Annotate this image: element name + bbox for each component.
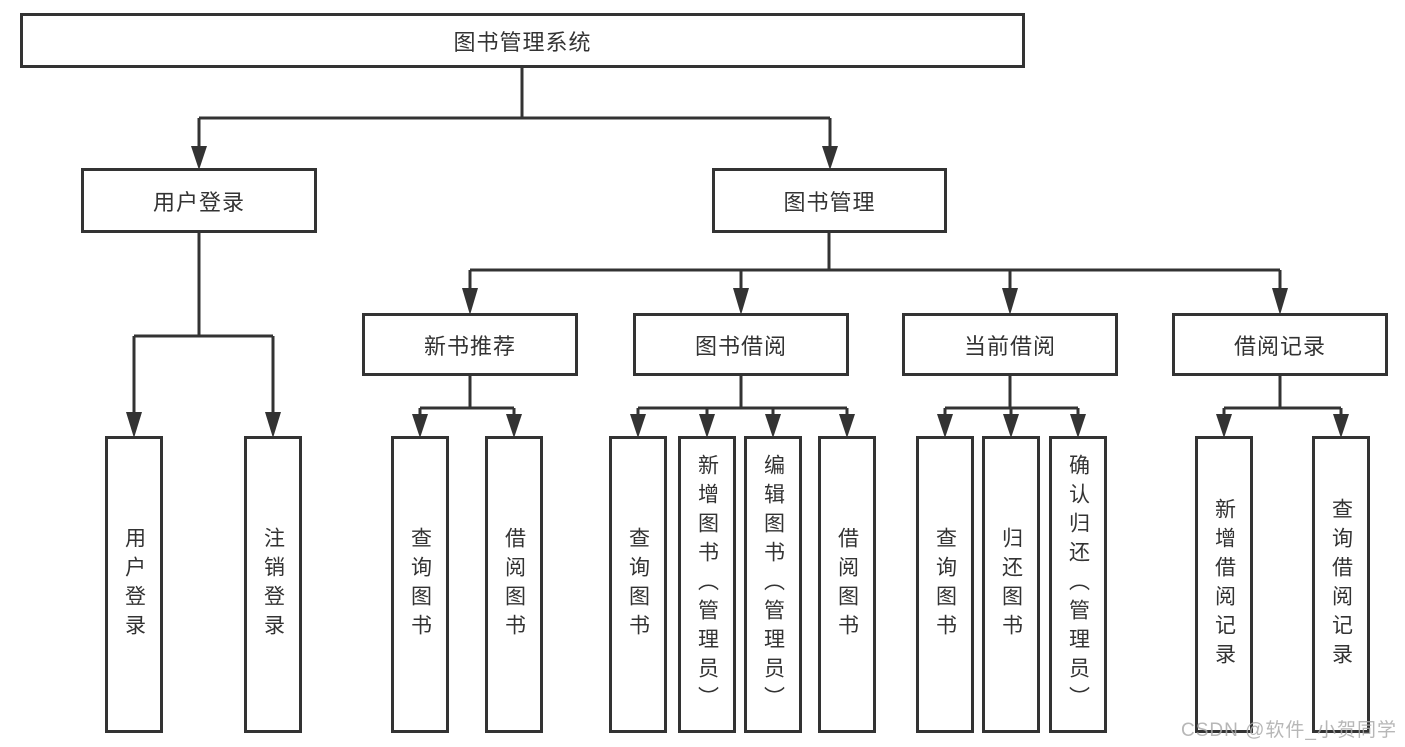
node-label: 图书管理系统 xyxy=(453,29,592,55)
node-book-management: 图书管理 xyxy=(712,168,947,233)
node-label: 编辑图书（管理员） xyxy=(761,454,785,715)
node-query-books-current: 查询图书 xyxy=(916,436,974,733)
node-label: 确认归还（管理员） xyxy=(1066,454,1090,715)
node-logout: 注销登录 xyxy=(244,436,302,733)
node-label: 新增图书（管理员） xyxy=(695,454,719,715)
node-book-borrowing: 图书借阅 xyxy=(633,313,849,376)
node-query-borrow-record: 查询借阅记录 xyxy=(1312,436,1370,733)
arrowhead-down-icon xyxy=(937,414,953,438)
node-user-login-branch: 用户登录 xyxy=(81,168,317,233)
node-label: 当前借阅 xyxy=(963,333,1056,359)
node-label: 归还图书 xyxy=(999,526,1023,643)
node-user-login: 用户登录 xyxy=(105,436,163,733)
arrowhead-down-icon xyxy=(191,146,207,170)
csdn-watermark: CSDN @软件_小贺同学 xyxy=(1181,720,1397,741)
node-label: 新书推荐 xyxy=(423,333,516,359)
node-return-books: 归还图书 xyxy=(982,436,1040,733)
node-label: 借阅图书 xyxy=(835,526,859,643)
node-label: 图书管理 xyxy=(783,189,876,215)
node-query-books-borrow: 查询图书 xyxy=(609,436,667,733)
node-query-books-recommend: 查询图书 xyxy=(391,436,449,733)
arrowhead-down-icon xyxy=(1333,414,1349,438)
node-label: 借阅记录 xyxy=(1233,333,1326,359)
node-label: 查询图书 xyxy=(626,526,650,643)
node-label: 用户登录 xyxy=(122,526,146,643)
node-label: 注销登录 xyxy=(261,526,285,643)
arrowhead-down-icon xyxy=(699,414,715,438)
arrowhead-down-icon xyxy=(1002,288,1018,315)
node-borrow-books-recommend: 借阅图书 xyxy=(485,436,543,733)
arrowhead-down-icon xyxy=(1216,414,1232,438)
node-borrow-books: 借阅图书 xyxy=(818,436,876,733)
node-borrowing-records: 借阅记录 xyxy=(1172,313,1388,376)
arrowhead-down-icon xyxy=(839,414,855,438)
arrowhead-down-icon xyxy=(1070,414,1086,438)
arrowhead-down-icon xyxy=(126,412,142,438)
node-new-book-recommendation: 新书推荐 xyxy=(362,313,578,376)
arrowhead-down-icon xyxy=(462,288,478,315)
node-label: 图书借阅 xyxy=(694,333,787,359)
node-label: 查询借阅记录 xyxy=(1329,497,1353,672)
node-label: 查询图书 xyxy=(933,526,957,643)
arrowhead-down-icon xyxy=(822,146,838,170)
node-add-borrow-record: 新增借阅记录 xyxy=(1195,436,1253,733)
node-label: 借阅图书 xyxy=(502,526,526,643)
node-edit-book-admin: 编辑图书（管理员） xyxy=(744,436,802,733)
node-confirm-return-admin: 确认归还（管理员） xyxy=(1049,436,1107,733)
arrowhead-down-icon xyxy=(506,414,522,438)
node-label: 新增借阅记录 xyxy=(1212,497,1236,672)
arrowhead-down-icon xyxy=(765,414,781,438)
arrowhead-down-icon xyxy=(1272,288,1288,315)
arrowhead-down-icon xyxy=(630,414,646,438)
node-current-borrowing: 当前借阅 xyxy=(902,313,1118,376)
node-library-management-system: 图书管理系统 xyxy=(20,13,1025,68)
arrowhead-down-icon xyxy=(1003,414,1019,438)
node-add-book-admin: 新增图书（管理员） xyxy=(678,436,736,733)
arrowhead-down-icon xyxy=(733,288,749,315)
node-label: 用户登录 xyxy=(152,189,245,215)
arrowhead-down-icon xyxy=(265,412,281,438)
node-label: 查询图书 xyxy=(408,526,432,643)
arrowhead-down-icon xyxy=(412,414,428,438)
